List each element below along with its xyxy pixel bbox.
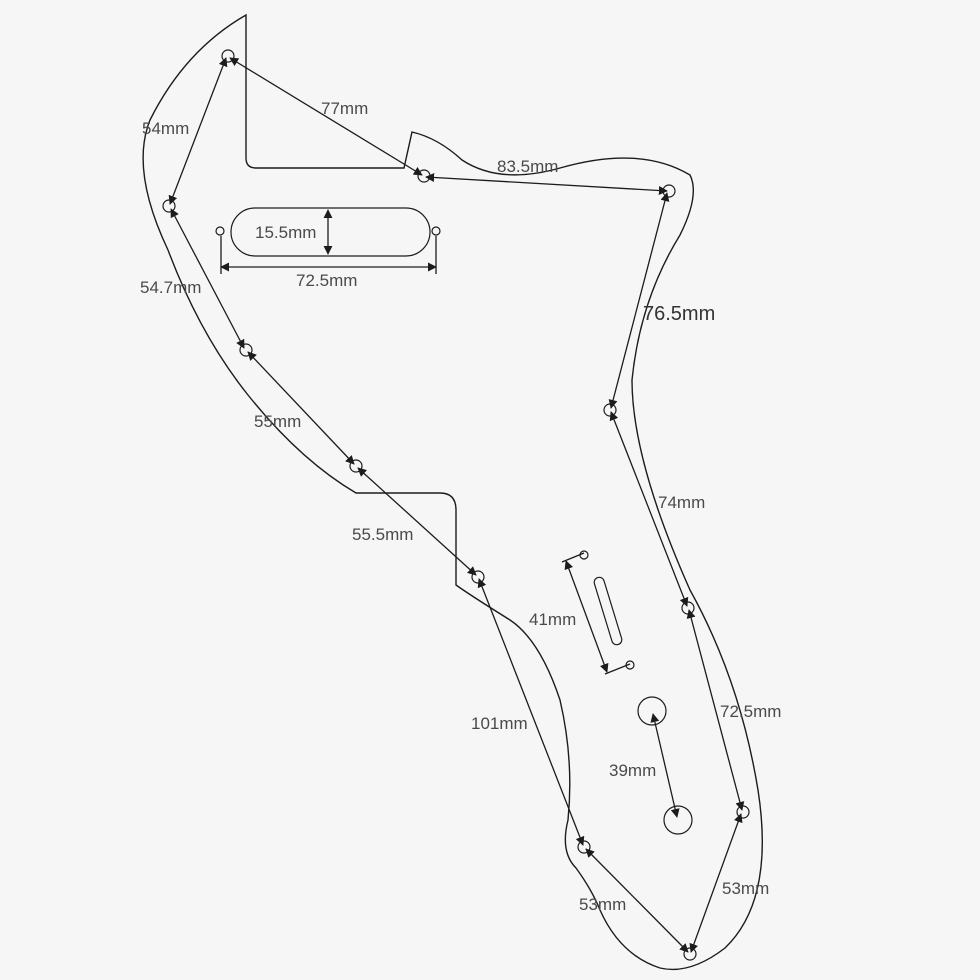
switch-slot — [593, 576, 623, 646]
label-72-5mm-top: 72.5mm — [296, 271, 357, 290]
pickup-screw-hole-right — [431, 226, 441, 236]
screw-hole-5 — [239, 343, 253, 357]
dim-line-54 — [168, 57, 228, 205]
dim-line-53-right — [689, 813, 743, 953]
screw-hole-6 — [603, 403, 617, 417]
screw-hole-9 — [681, 601, 695, 615]
switch-screw-hole-top — [579, 550, 589, 560]
label-55-5mm: 55.5mm — [352, 525, 413, 544]
label-53mm-left: 53mm — [579, 895, 626, 914]
screw-hole-2 — [417, 169, 431, 183]
pickup-screw-hole-left — [215, 226, 225, 236]
label-53mm-right: 53mm — [722, 879, 769, 898]
dim-line-76-5 — [608, 192, 670, 409]
label-77mm: 77mm — [321, 99, 368, 118]
control-hole-upper — [637, 696, 667, 726]
dim-line-83-5 — [425, 172, 668, 196]
dim-line-74 — [609, 411, 689, 607]
label-83-5mm: 83.5mm — [497, 157, 558, 176]
dim-tick-41-bottom — [604, 663, 631, 675]
dimension-labels: 77mm 83.5mm 54mm 15.5mm 72.5mm 54.7mm 76… — [140, 99, 781, 914]
dimension-lines — [168, 57, 745, 953]
dim-line-55-5 — [357, 467, 477, 576]
label-54mm: 54mm — [142, 119, 189, 138]
label-41mm: 41mm — [529, 610, 576, 629]
label-39mm: 39mm — [609, 761, 656, 780]
dim-line-55 — [247, 351, 355, 465]
screw-hole-1 — [221, 49, 235, 63]
label-76-5mm: 76.5mm — [643, 303, 715, 325]
label-72-5mm-right: 72.5mm — [720, 702, 781, 721]
screw-hole-4 — [162, 199, 176, 213]
dim-tick-41-top — [561, 552, 585, 563]
dim-line-41 — [564, 560, 609, 673]
control-hole-lower — [663, 805, 693, 835]
dim-line-72-5-right — [686, 609, 745, 811]
dim-line-53-left — [585, 848, 689, 953]
screw-hole-10 — [736, 805, 750, 819]
dim-line-54-7 — [170, 208, 245, 349]
dim-line-77 — [229, 57, 423, 176]
dim-line-101 — [477, 578, 585, 846]
dim-line-39 — [650, 713, 680, 818]
label-74mm: 74mm — [658, 493, 705, 512]
label-15-5mm: 15.5mm — [255, 223, 316, 242]
label-55mm: 55mm — [254, 412, 301, 431]
label-101mm: 101mm — [471, 714, 528, 733]
screw-hole-7 — [349, 459, 363, 473]
label-54-7mm: 54.7mm — [140, 278, 201, 297]
